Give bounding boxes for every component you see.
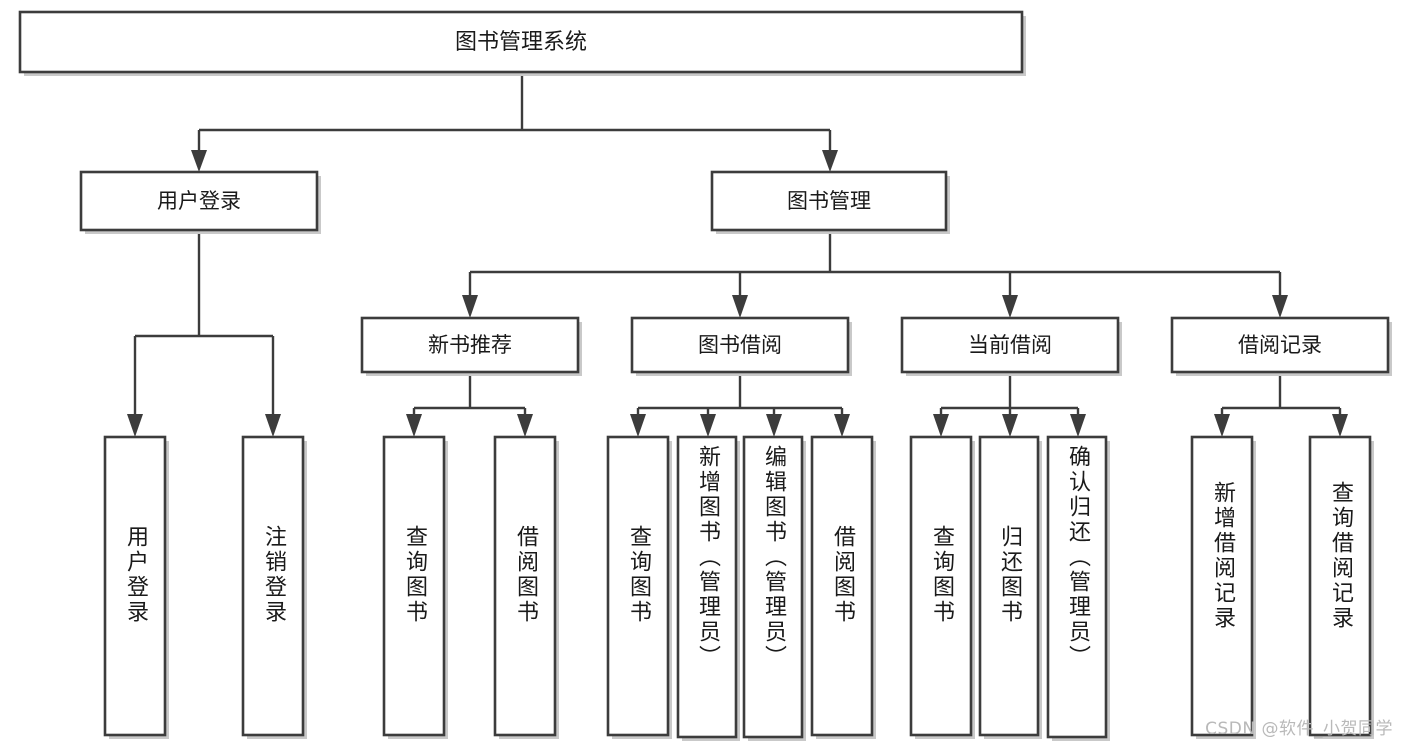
node-user-login-box[interactable]	[79, 170, 319, 232]
node-new-book-recommend-box[interactable]	[360, 316, 580, 374]
node-leaf-query-book-3-box[interactable]	[909, 435, 973, 737]
node-leaf-query-book-1-box[interactable]	[382, 435, 446, 737]
arrow-head-leaf-query-book-3	[933, 414, 949, 437]
node-leaf-add-record-box[interactable]	[1190, 435, 1254, 737]
arrow-head-leaf-query-book-2	[630, 414, 646, 437]
arrow-head-book-manage	[822, 150, 838, 172]
arrow-head-leaf-add-book	[700, 414, 716, 437]
node-root-box[interactable]	[18, 10, 1024, 74]
node-book-borrow-label: 图书借阅	[698, 333, 782, 357]
arrow-head-borrow-record	[1272, 295, 1288, 318]
arrow-head-leaf-user-login	[127, 414, 143, 437]
node-borrow-record-box[interactable]	[1170, 316, 1390, 374]
node-leaf-borrow-book-1-box[interactable]	[493, 435, 557, 737]
arrow-head-leaf-confirm-return	[1070, 414, 1086, 437]
node-layer: 图书管理系统 用户登录 图书管理 新书推荐 图书借阅 当前借阅 借阅记录	[18, 10, 1392, 741]
node-book-borrow-box[interactable]	[630, 316, 850, 374]
arrow-head-leaf-return-book	[1002, 414, 1018, 437]
node-root-label: 图书管理系统	[455, 30, 587, 55]
arrow-head-leaf-add-record	[1214, 414, 1230, 437]
node-user-login-label: 用户登录	[157, 189, 241, 213]
node-leaf-query-record-box[interactable]	[1308, 435, 1372, 737]
arrow-head-book-borrow	[732, 295, 748, 318]
arrow-head-leaf-edit-book	[766, 414, 782, 437]
node-leaf-return-book-box[interactable]	[978, 435, 1040, 737]
node-book-manage-box[interactable]	[710, 170, 948, 232]
arrow-head-leaf-logout	[265, 414, 281, 437]
node-current-borrow-label: 当前借阅	[968, 333, 1052, 357]
arrow-head-current-borrow	[1002, 295, 1018, 318]
node-leaf-add-book-box[interactable]	[676, 435, 738, 739]
arrow-head-user-login	[191, 150, 207, 172]
node-new-book-recommend-label: 新书推荐	[428, 333, 512, 357]
node-leaf-borrow-book-2-box[interactable]	[810, 435, 874, 737]
csdn-watermark: CSDN @软件_小贺同学	[1205, 719, 1393, 739]
arrow-head-new-book-recommend	[462, 295, 478, 318]
arrow-head-leaf-query-book-1	[406, 414, 422, 437]
node-leaf-edit-book-box[interactable]	[742, 435, 804, 739]
node-book-manage-label: 图书管理	[787, 189, 871, 213]
node-leaf-confirm-return-box[interactable]	[1046, 435, 1108, 739]
node-leaf-query-book-2-box[interactable]	[606, 435, 670, 737]
arrow-head-leaf-borrow-book-1	[517, 414, 533, 437]
node-leaf-user-login-box[interactable]	[103, 435, 167, 737]
arrow-head-leaf-borrow-book-2	[834, 414, 850, 437]
node-current-borrow-box[interactable]	[900, 316, 1120, 374]
node-borrow-record-label: 借阅记录	[1238, 333, 1322, 357]
node-leaf-logout-box[interactable]	[241, 435, 305, 737]
connector-layer	[127, 73, 1348, 437]
arrow-head-leaf-query-record	[1332, 414, 1348, 437]
